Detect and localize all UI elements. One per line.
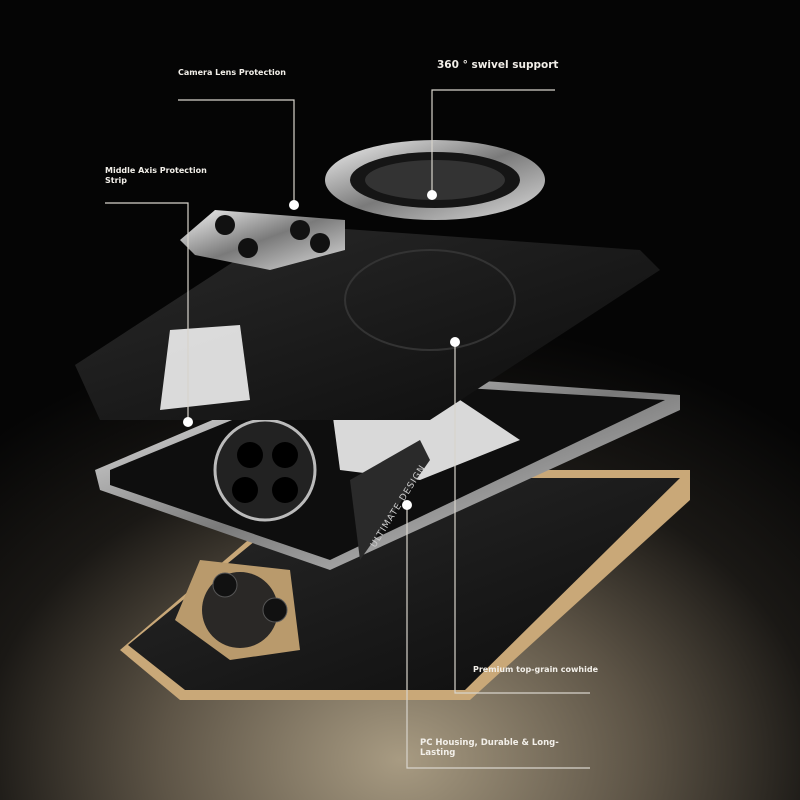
callout-cowhide: Premium top-grain cowhide bbox=[473, 665, 599, 674]
callout-middle-axis: Middle Axis Protection Strip bbox=[105, 166, 207, 185]
callout-camera-lens: Camera Lens Protection bbox=[178, 68, 286, 77]
callout-swivel: 360 ° swivel support bbox=[437, 59, 559, 71]
leader-lines bbox=[105, 89, 590, 769]
phone-back bbox=[120, 470, 690, 700]
leather-cover bbox=[75, 225, 660, 420]
callout-dots bbox=[183, 190, 460, 510]
swivel-ring bbox=[325, 140, 545, 220]
camera-lens-protector bbox=[180, 210, 345, 270]
callout-pc-housing: PC Housing, Durable & Long-Lasting bbox=[420, 738, 559, 758]
